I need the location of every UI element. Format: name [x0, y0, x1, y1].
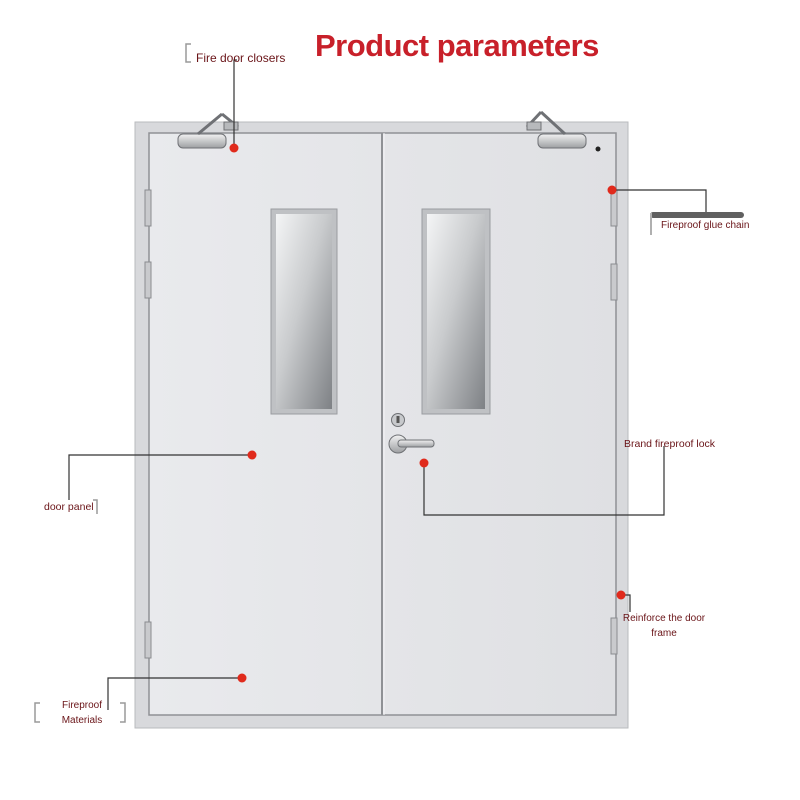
right-vision-window [421, 208, 491, 415]
page-title: Product parameters [315, 28, 599, 63]
door-closer-icon [177, 112, 239, 149]
hinge-icon [144, 189, 618, 659]
label-fireproof-glue-chain: Fireproof glue chain [661, 220, 750, 231]
marker-brand-fireproof-lock [419, 458, 429, 468]
marker-fire-door-closers [229, 143, 239, 153]
door-closer-icon [525, 110, 587, 149]
marker-door-panel [247, 450, 257, 460]
label-fireproof-materials: Fireproof Materials [52, 698, 112, 728]
label-fire-door-closers: Fire door closers [196, 51, 286, 65]
marker-fireproof-materials [237, 673, 247, 683]
label-reinforce-frame-line1: Reinforce the door [622, 613, 706, 624]
label-door-panel: door panel [44, 501, 94, 513]
label-fireproof-materials-line2: Materials [61, 715, 103, 726]
label-brackets [34, 43, 191, 723]
label-reinforce-frame: Reinforce the door frame [622, 611, 706, 641]
glue-chain-tag [650, 212, 744, 218]
label-brand-fireproof-lock: Brand fireproof lock [624, 438, 716, 450]
label-fireproof-materials-line1: Fireproof [61, 700, 102, 711]
marker-fireproof-glue-chain [607, 185, 617, 195]
lock-cylinder-icon [391, 413, 405, 427]
label-reinforce-frame-line2: frame [651, 628, 677, 639]
door-handle-icon [388, 434, 435, 454]
left-vision-window [270, 208, 338, 415]
marker-reinforce-frame [616, 590, 626, 600]
leader-lines [68, 59, 707, 710]
callout-markers [229, 143, 626, 683]
